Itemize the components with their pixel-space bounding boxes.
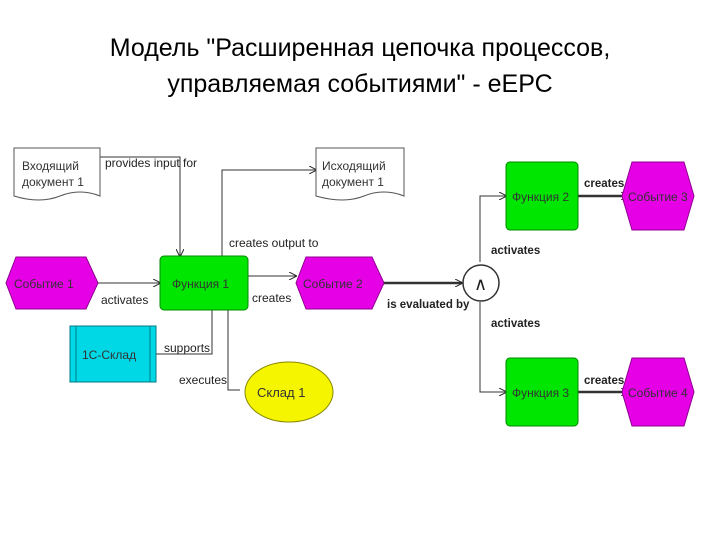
edge-creates-output: [221, 170, 316, 256]
function-2: Функция 2: [505, 161, 579, 231]
edge-activates-3: [479, 302, 506, 392]
event-1: Событие 1: [5, 256, 99, 310]
event-1-label: Событие 1: [14, 277, 74, 291]
document-input-label-1: Входящий: [22, 159, 79, 173]
function-2-label: Функция 2: [512, 190, 569, 204]
document-output-label-1: Исходящий: [322, 159, 386, 173]
label-creates-3: creates: [584, 375, 624, 387]
and-connector: ∧: [462, 264, 500, 302]
event-2-label: Событие 2: [303, 277, 363, 291]
label-activates-2: activates: [491, 245, 540, 257]
document-output: Исходящий документ 1: [315, 147, 405, 201]
label-activates-3: activates: [491, 318, 540, 330]
event-3-label: Событие 3: [628, 190, 688, 204]
title-line-1: Модель "Расширенная цепочка процессов,: [109, 34, 611, 62]
edge-activates-2: [479, 196, 506, 262]
label-evaluated-by: is evaluated by: [387, 299, 470, 311]
label-supports: supports: [164, 341, 210, 355]
event-4: Событие 4: [621, 357, 695, 427]
warehouse-label: Склад 1: [257, 385, 305, 400]
title-line-2: управляемая событиями" - еЕРС: [167, 70, 553, 98]
event-3: Событие 3: [621, 161, 695, 231]
function-3-label: Функция 3: [512, 386, 569, 400]
slide-title: Модель "Расширенная цепочка процессов, у…: [0, 30, 720, 102]
system-label: 1С-Склад: [82, 348, 136, 362]
label-creates-1: creates: [252, 291, 291, 305]
label-creates-2: creates: [584, 178, 624, 190]
edge-provides-input: [100, 156, 180, 256]
label-provides-input: provides input for: [105, 156, 197, 170]
system-1c-warehouse: 1С-Склад: [69, 325, 157, 383]
document-input-label-2: документ 1: [22, 175, 84, 189]
label-executes: executes: [179, 373, 227, 387]
function-3: Функция 3: [505, 357, 579, 427]
event-4-label: Событие 4: [628, 386, 688, 400]
org-unit-warehouse: Склад 1: [244, 361, 334, 423]
document-input: Входящий документ 1: [13, 147, 101, 201]
function-1-label: Функция 1: [172, 277, 229, 291]
function-1: Функция 1: [159, 255, 249, 311]
label-creates-output: creates output to: [229, 236, 319, 250]
edge-executes: [227, 310, 240, 391]
and-connector-symbol: ∧: [474, 274, 487, 295]
edge-supports: [156, 310, 213, 355]
event-2: Событие 2: [295, 256, 385, 310]
label-activates-1: activates: [101, 293, 148, 307]
document-output-label-2: документ 1: [322, 175, 384, 189]
